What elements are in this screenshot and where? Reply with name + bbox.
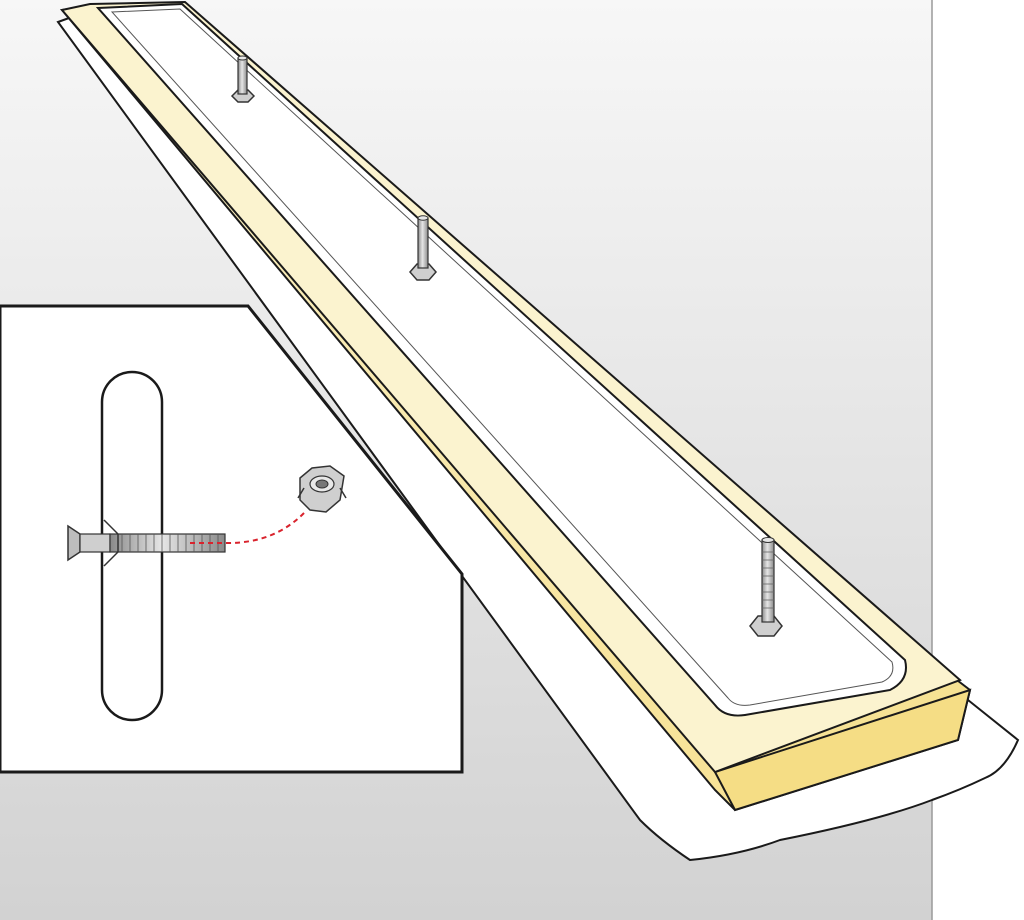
stud-3 bbox=[749, 537, 783, 637]
stud-1 bbox=[230, 55, 256, 103]
detail-inset bbox=[0, 304, 464, 774]
board-inner-edge bbox=[110, 8, 894, 706]
stud-2 bbox=[409, 215, 437, 281]
mounting-board bbox=[95, 2, 907, 717]
foam-front-face bbox=[713, 688, 972, 812]
leader-line bbox=[190, 511, 306, 544]
tee-nut bbox=[297, 465, 347, 513]
